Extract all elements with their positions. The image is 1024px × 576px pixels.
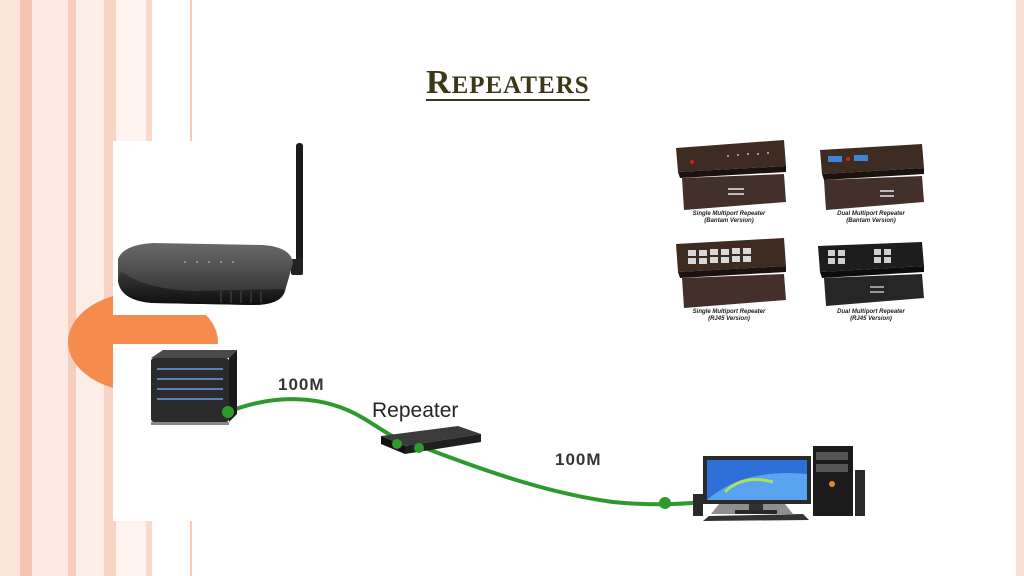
repeater-unit-icon [818, 242, 924, 306]
product-item: Single Multiport Repeater(RJ45 Version) [668, 236, 790, 323]
repeater-unit-icon [820, 144, 924, 210]
wireless-router-icon [118, 143, 303, 305]
wireless-router-image [113, 141, 313, 315]
product-item: Dual Multiport Repeater(RJ45 Version) [810, 236, 932, 323]
network-cable [424, 446, 704, 507]
repeater-unit-icon [676, 140, 786, 210]
repeater-label: Repeater [372, 399, 459, 422]
link-speed-label: 100M [555, 450, 602, 469]
desktop-computer-icon [693, 446, 865, 521]
repeater-unit-icon [676, 238, 786, 308]
network-diagram-graphic [151, 350, 865, 521]
repeater-products-image: Single Multiport Repeater(Bantam Version… [664, 138, 936, 334]
link-speed-label: 100M [278, 375, 325, 394]
right-border-decoration [1016, 0, 1024, 576]
slide-title: Repeaters [426, 64, 590, 101]
product-item: Dual Multiport Repeater(Bantam Version) [810, 138, 932, 225]
network-diagram: 100M Repeater 100M [113, 344, 893, 521]
server-icon [151, 350, 237, 425]
product-item: Single Multiport Repeater(Bantam Version… [668, 138, 790, 225]
